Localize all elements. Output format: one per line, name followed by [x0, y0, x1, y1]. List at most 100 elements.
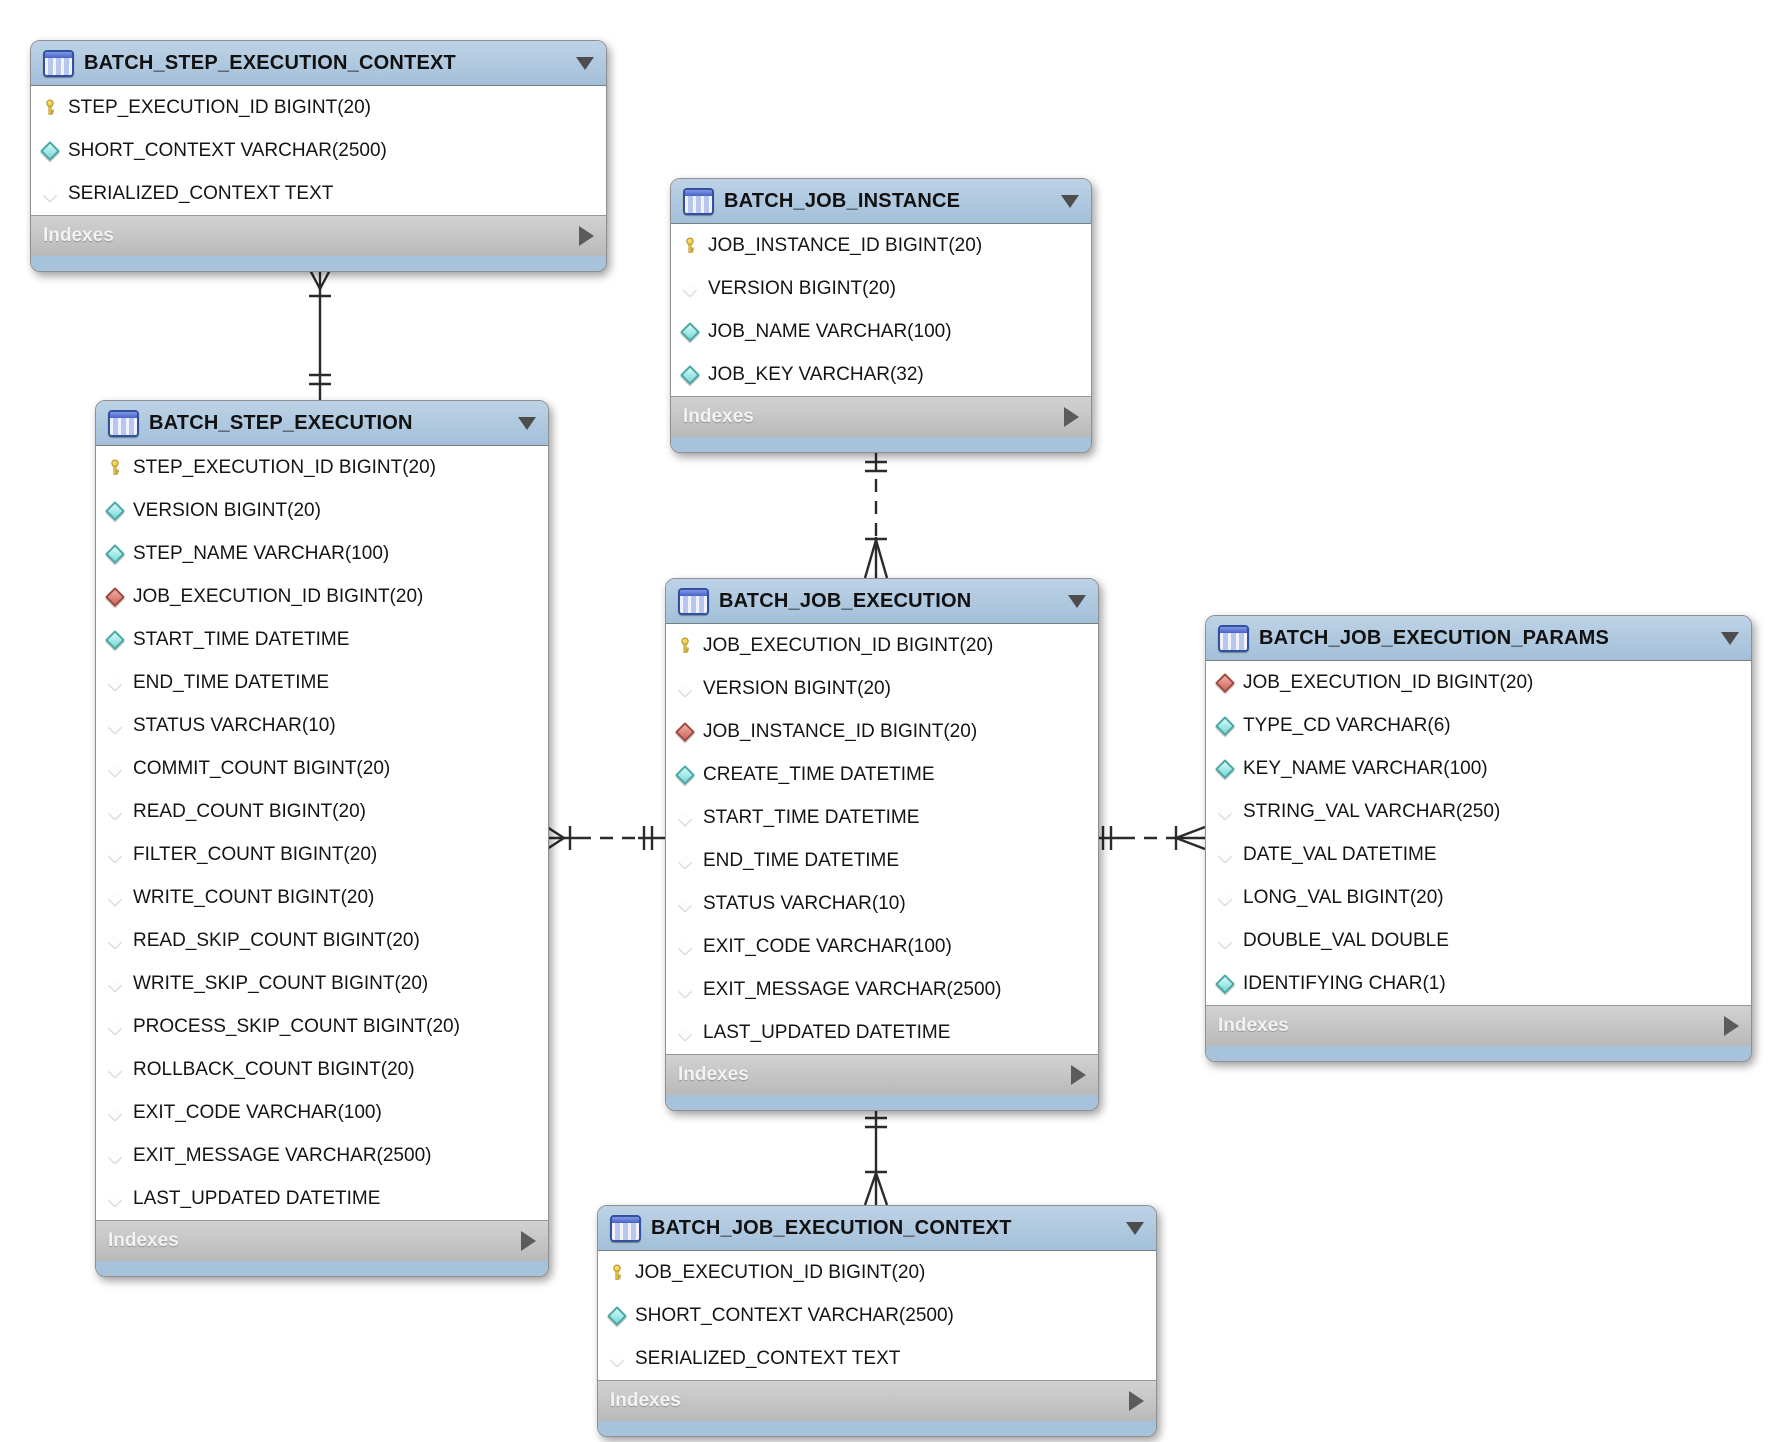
column-label: TYPE_CD VARCHAR(6) — [1243, 714, 1451, 736]
not-null-diamond-icon — [105, 500, 125, 521]
column-row[interactable]: TYPE_CD VARCHAR(6) — [1206, 704, 1751, 747]
collapse-arrow-icon[interactable] — [576, 56, 594, 70]
collapse-arrow-icon[interactable] — [1061, 194, 1079, 208]
column-row[interactable]: JOB_EXECUTION_ID BIGINT(20) — [666, 624, 1098, 667]
column-row[interactable]: START_TIME DATETIME — [96, 618, 548, 661]
table-header[interactable]: BATCH_JOB_EXECUTION — [666, 579, 1098, 624]
not-null-diamond-icon — [105, 543, 125, 564]
column-label: JOB_EXECUTION_ID BIGINT(20) — [703, 634, 994, 656]
table-header[interactable]: BATCH_STEP_EXECUTION — [96, 401, 548, 446]
column-row[interactable]: JOB_NAME VARCHAR(100) — [671, 310, 1091, 353]
column-label: STATUS VARCHAR(10) — [133, 714, 336, 736]
column-row[interactable]: STATUS VARCHAR(10) — [666, 882, 1098, 925]
column-row[interactable]: STATUS VARCHAR(10) — [96, 704, 548, 747]
column-label: READ_COUNT BIGINT(20) — [133, 800, 366, 822]
column-row[interactable]: DOUBLE_VAL DOUBLE — [1206, 919, 1751, 962]
indexes-label: Indexes — [108, 1230, 179, 1251]
collapse-arrow-icon[interactable] — [518, 416, 536, 430]
expand-arrow-icon[interactable] — [1724, 1016, 1739, 1036]
column-label: IDENTIFYING CHAR(1) — [1243, 972, 1446, 994]
expand-arrow-icon[interactable] — [1064, 407, 1079, 427]
column-row[interactable]: PROCESS_SKIP_COUNT BIGINT(20) — [96, 1005, 548, 1048]
column-row[interactable]: END_TIME DATETIME — [666, 839, 1098, 882]
column-row[interactable]: EXIT_CODE VARCHAR(100) — [666, 925, 1098, 968]
table-header[interactable]: BATCH_JOB_INSTANCE — [671, 179, 1091, 224]
table-title: BATCH_JOB_EXECUTION_CONTEXT — [651, 1216, 1012, 1239]
column-row[interactable]: JOB_INSTANCE_ID BIGINT(20) — [666, 710, 1098, 753]
relationship-step-execution-to-step-execution-context[interactable] — [307, 267, 333, 400]
indexes-section[interactable]: Indexes — [598, 1380, 1156, 1421]
relationship-job-instance-to-job-execution[interactable] — [863, 449, 889, 579]
column-row[interactable]: VERSION BIGINT(20) — [96, 489, 548, 532]
column-label: PROCESS_SKIP_COUNT BIGINT(20) — [133, 1015, 460, 1037]
expand-arrow-icon[interactable] — [579, 226, 594, 246]
expand-arrow-icon[interactable] — [1071, 1065, 1086, 1085]
primary-key-icon — [676, 637, 694, 655]
table-header[interactable]: BATCH_STEP_EXECUTION_CONTEXT — [31, 41, 606, 86]
column-row[interactable]: STEP_NAME VARCHAR(100) — [96, 532, 548, 575]
indexes-section[interactable]: Indexes — [1206, 1005, 1751, 1046]
column-row[interactable]: EXIT_MESSAGE VARCHAR(2500) — [666, 968, 1098, 1011]
column-row[interactable]: CREATE_TIME DATETIME — [666, 753, 1098, 796]
collapse-arrow-icon[interactable] — [1126, 1221, 1144, 1235]
column-label: READ_SKIP_COUNT BIGINT(20) — [133, 929, 420, 951]
column-row[interactable]: READ_COUNT BIGINT(20) — [96, 790, 548, 833]
indexes-section[interactable]: Indexes — [96, 1220, 548, 1261]
column-row[interactable]: EXIT_CODE VARCHAR(100) — [96, 1091, 548, 1134]
column-row[interactable]: LAST_UPDATED DATETIME — [666, 1011, 1098, 1054]
column-label: FILTER_COUNT BIGINT(20) — [133, 843, 378, 865]
indexes-section[interactable]: Indexes — [666, 1054, 1098, 1095]
column-row[interactable]: JOB_EXECUTION_ID BIGINT(20) — [96, 575, 548, 618]
table-columns: JOB_EXECUTION_ID BIGINT(20)SHORT_CONTEXT… — [598, 1251, 1156, 1380]
column-row[interactable]: LONG_VAL BIGINT(20) — [1206, 876, 1751, 919]
column-label: DOUBLE_VAL DOUBLE — [1243, 929, 1449, 951]
column-row[interactable]: STRING_VAL VARCHAR(250) — [1206, 790, 1751, 833]
column-row[interactable]: WRITE_SKIP_COUNT BIGINT(20) — [96, 962, 548, 1005]
indexes-section[interactable]: Indexes — [671, 396, 1091, 437]
column-row[interactable]: DATE_VAL DATETIME — [1206, 833, 1751, 876]
collapse-arrow-icon[interactable] — [1721, 631, 1739, 645]
column-row[interactable]: EXIT_MESSAGE VARCHAR(2500) — [96, 1134, 548, 1177]
column-row[interactable]: END_TIME DATETIME — [96, 661, 548, 704]
indexes-section[interactable]: Indexes — [31, 215, 606, 256]
column-row[interactable]: SHORT_CONTEXT VARCHAR(2500) — [598, 1294, 1156, 1337]
column-row[interactable]: STEP_EXECUTION_ID BIGINT(20) — [96, 446, 548, 489]
relationship-job-execution-to-step-execution[interactable] — [546, 825, 665, 851]
column-row[interactable]: JOB_INSTANCE_ID BIGINT(20) — [671, 224, 1091, 267]
column-row[interactable]: SHORT_CONTEXT VARCHAR(2500) — [31, 129, 606, 172]
relationship-job-execution-to-job-execution-context[interactable] — [863, 1107, 889, 1206]
column-row[interactable]: VERSION BIGINT(20) — [666, 667, 1098, 710]
column-row[interactable]: SERIALIZED_CONTEXT TEXT — [598, 1337, 1156, 1380]
not-null-diamond-icon — [680, 321, 700, 342]
relationship-job-execution-to-job-execution-params[interactable] — [1097, 825, 1206, 851]
column-row[interactable]: KEY_NAME VARCHAR(100) — [1206, 747, 1751, 790]
expand-arrow-icon[interactable] — [1129, 1391, 1144, 1411]
column-row[interactable]: COMMIT_COUNT BIGINT(20) — [96, 747, 548, 790]
column-label: SERIALIZED_CONTEXT TEXT — [68, 182, 334, 204]
collapse-arrow-icon[interactable] — [1068, 594, 1086, 608]
expand-arrow-icon[interactable] — [521, 1231, 536, 1251]
column-row[interactable]: WRITE_COUNT BIGINT(20) — [96, 876, 548, 919]
column-row[interactable]: READ_SKIP_COUNT BIGINT(20) — [96, 919, 548, 962]
table-header[interactable]: BATCH_JOB_EXECUTION_PARAMS — [1206, 616, 1751, 661]
column-row[interactable]: STEP_EXECUTION_ID BIGINT(20) — [31, 86, 606, 129]
column-row[interactable]: ROLLBACK_COUNT BIGINT(20) — [96, 1048, 548, 1091]
table-bottom-strip — [1206, 1046, 1751, 1061]
table-header[interactable]: BATCH_JOB_EXECUTION_CONTEXT — [598, 1206, 1156, 1251]
column-row[interactable]: IDENTIFYING CHAR(1) — [1206, 962, 1751, 1005]
column-row[interactable]: LAST_UPDATED DATETIME — [96, 1177, 548, 1220]
column-row[interactable]: VERSION BIGINT(20) — [671, 267, 1091, 310]
column-row[interactable]: JOB_EXECUTION_ID BIGINT(20) — [598, 1251, 1156, 1294]
column-row[interactable]: START_TIME DATETIME — [666, 796, 1098, 839]
column-row[interactable]: JOB_EXECUTION_ID BIGINT(20) — [1206, 661, 1751, 704]
column-row[interactable]: JOB_KEY VARCHAR(32) — [671, 353, 1091, 396]
column-row[interactable]: SERIALIZED_CONTEXT TEXT — [31, 172, 606, 215]
table-batch-job-execution-context[interactable]: BATCH_JOB_EXECUTION_CONTEXT JOB_EXECUTION… — [597, 1205, 1157, 1437]
table-batch-job-execution[interactable]: BATCH_JOB_EXECUTION JOB_EXECUTION_ID BIGI… — [665, 578, 1099, 1111]
column-row[interactable]: FILTER_COUNT BIGINT(20) — [96, 833, 548, 876]
nullable-diamond-icon — [676, 938, 694, 956]
